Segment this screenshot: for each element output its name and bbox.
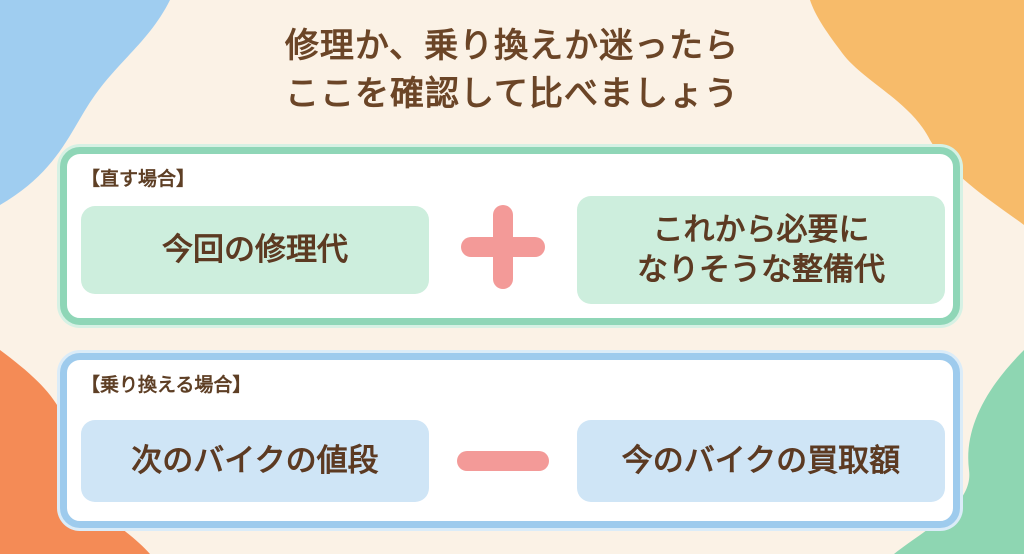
title-line-2: ここを確認して比べましょう xyxy=(285,74,739,114)
blob-top-right xyxy=(810,0,1024,225)
repair-label: 【直す場合】 xyxy=(81,168,196,190)
replace-right-box: 今のバイクの買取額 xyxy=(577,420,945,502)
repair-panel: 【直す場合】 今回の修理代 これから必要に なりそうな整備代 xyxy=(60,147,960,325)
blob-bottom-right xyxy=(894,350,1024,554)
plus-icon xyxy=(461,205,545,289)
blob-top-left xyxy=(0,0,170,205)
replace-panel: 【乗り換える場合】 次のバイクの値段 今のバイクの買取額 xyxy=(60,353,960,528)
title-line-1: 修理か、乗り換えか迷ったら xyxy=(284,26,740,66)
repair-left-box: 今回の修理代 xyxy=(81,206,429,294)
blob-bottom-left xyxy=(0,350,150,554)
repair-right-box: これから必要に なりそうな整備代 xyxy=(577,196,945,304)
replace-left-box: 次のバイクの値段 xyxy=(81,420,429,502)
minus-icon xyxy=(457,451,549,471)
repair-left-text: 今回の修理代 xyxy=(162,232,348,268)
replace-label: 【乗り換える場合】 xyxy=(81,374,252,396)
page-title: 修理か、乗り換えか迷ったら ここを確認して比べましょう xyxy=(0,22,1024,118)
replace-right-text: 今のバイクの買取額 xyxy=(621,443,901,479)
repair-right-text: これから必要に なりそうな整備代 xyxy=(637,212,885,288)
replace-left-text: 次のバイクの値段 xyxy=(131,443,379,479)
